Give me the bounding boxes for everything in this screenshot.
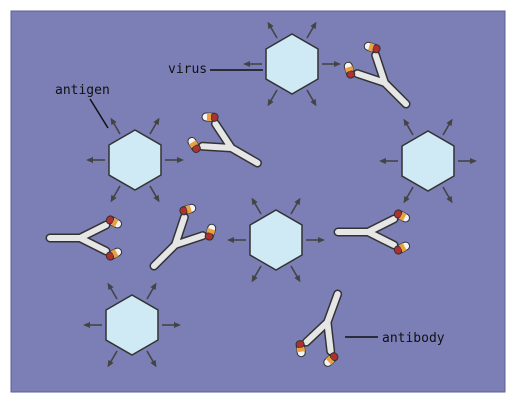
label-virus: virus [168,62,207,77]
leader-antigen [89,98,109,129]
label-antigen: antigen [55,83,110,98]
diagram-frame [10,10,506,393]
label-antibody: antibody [382,331,445,346]
